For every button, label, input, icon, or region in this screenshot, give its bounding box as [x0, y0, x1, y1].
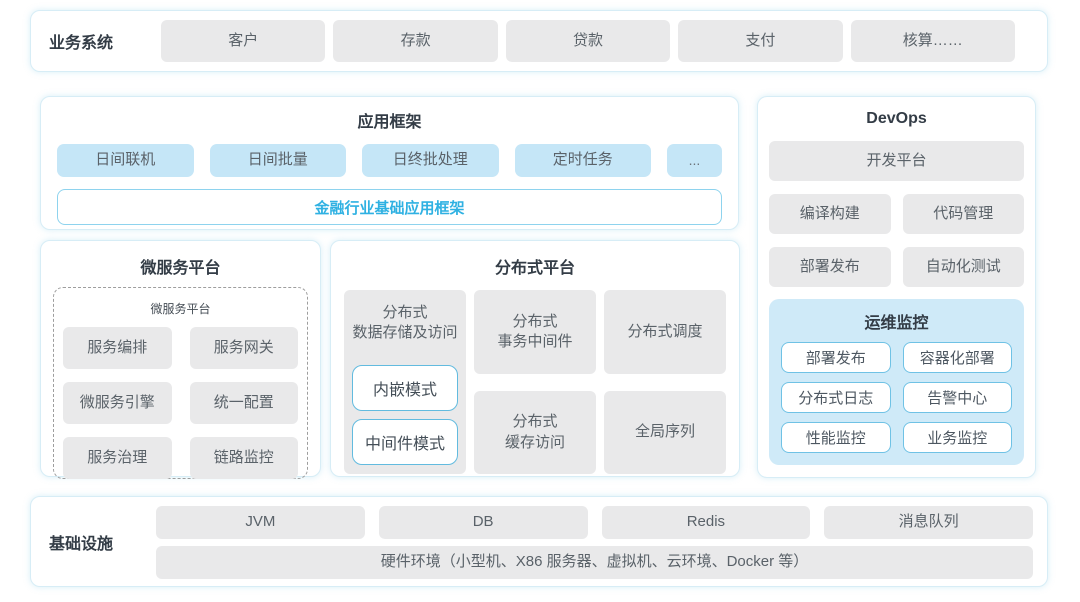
distributed-cache-access: 分布式 缓存访问 [474, 391, 596, 474]
biz-box-deposit: 存款 [333, 20, 498, 62]
monitor-performance-monitoring: 性能监控 [781, 422, 891, 453]
section-business-systems: 业务系统 客户 存款 贷款 支付 核算…… [30, 10, 1048, 72]
distributed-platform-title: 分布式平台 [494, 260, 575, 277]
tool-code-management: 代码管理 [902, 194, 1024, 234]
module-daytime-batch: 日间批量 [209, 144, 346, 177]
tool-compile-build: 编译构建 [769, 194, 891, 234]
business-systems-boxes: 客户 存款 贷款 支付 核算…… [161, 20, 1015, 62]
infra-db: DB [378, 505, 588, 539]
monitor-business-monitoring: 业务监控 [902, 422, 1012, 453]
biz-box-customer: 客户 [161, 20, 326, 62]
infrastructure-label: 基础设施 [49, 536, 114, 553]
biz-box-loan: 贷款 [505, 20, 671, 62]
module-daytime-online: 日间联机 [57, 144, 194, 177]
devops-title: DevOps [866, 110, 927, 127]
biz-box-accounting: 核算…… [850, 20, 1015, 62]
infra-message-queue: 消息队列 [824, 505, 1034, 539]
infra-jvm: JVM [156, 505, 365, 539]
monitor-distributed-logging: 分布式日志 [781, 382, 891, 413]
ops-monitoring-panel: 运维监控 部署发布 容器化部署 分布式日志 告警中心 性能监控 业务监控 [769, 299, 1024, 465]
section-devops: DevOps 开发平台 编译构建 代码管理 部署发布 自动化测试 运维监控 部署… [757, 96, 1036, 478]
microservice-inner-group: 微服务平台 服务编排 服务网关 微服务引擎 统一配置 服务治理 链路监控 [53, 287, 308, 479]
embedded-mode: 内嵌模式 [352, 364, 458, 411]
devops-content: 开发平台 编译构建 代码管理 部署发布 自动化测试 运维监控 部署发布 容器化部… [769, 141, 1024, 465]
monitor-containerized-deployment: 容器化部署 [902, 342, 1012, 373]
app-framework-title: 应用框架 [357, 114, 422, 131]
module-eod-batch: 日终批处理 [362, 144, 499, 177]
ms-service-governance: 服务治理 [63, 437, 172, 479]
business-systems-label: 业务系统 [49, 35, 114, 52]
ms-service-orchestration: 服务编排 [63, 327, 172, 369]
global-sequence: 全局序列 [604, 391, 726, 474]
ops-monitoring-items: 部署发布 容器化部署 分布式日志 告警中心 性能监控 业务监控 [781, 342, 1012, 453]
tool-deploy-release: 部署发布 [769, 247, 891, 287]
ms-service-gateway: 服务网关 [189, 327, 298, 369]
distributed-data-storage: 分布式 数据存储及访问 内嵌模式 中间件模式 [344, 290, 466, 474]
hardware-environment: 硬件环境（小型机、X86 服务器、虚拟机、云环境、Docker 等） [156, 545, 1033, 579]
devops-tools: 编译构建 代码管理 部署发布 自动化测试 [769, 194, 1024, 287]
infrastructure-boxes: JVM DB Redis 消息队列 [156, 505, 1034, 539]
ms-unified-config: 统一配置 [189, 382, 298, 424]
tool-automated-testing: 自动化测试 [902, 247, 1024, 287]
distributed-transaction-middleware: 分布式 事务中间件 [474, 290, 596, 374]
dev-platform-box: 开发平台 [769, 141, 1024, 181]
monitor-deploy-release: 部署发布 [781, 342, 891, 373]
section-app-framework: 应用框架 日间联机 日间批量 日终批处理 定时任务 ... 金融行业基础应用框架 [40, 96, 739, 230]
microservice-platform-title: 微服务平台 [140, 260, 221, 277]
distributed-data-storage-label: 分布式 数据存储及访问 [352, 304, 458, 342]
microservice-inner-title: 微服务平台 [150, 302, 211, 316]
biz-box-payment: 支付 [678, 20, 843, 62]
module-scheduled-task: 定时任务 [514, 144, 651, 177]
section-distributed-platform: 分布式平台 分布式 数据存储及访问 内嵌模式 中间件模式 分布式 事务中间件 分… [330, 240, 740, 477]
financial-base-framework: 金融行业基础应用框架 [57, 189, 722, 225]
ms-trace-monitoring: 链路监控 [189, 437, 298, 479]
microservice-items: 服务编排 服务网关 微服务引擎 统一配置 服务治理 链路监控 [63, 327, 298, 479]
module-more: ... [667, 144, 722, 177]
infra-redis: Redis [601, 505, 811, 539]
distributed-grid: 分布式 数据存储及访问 内嵌模式 中间件模式 分布式 事务中间件 分布式调度 分… [344, 290, 726, 474]
ms-microservice-engine: 微服务引擎 [63, 382, 172, 424]
distributed-scheduling: 分布式调度 [604, 290, 726, 374]
section-infrastructure: 基础设施 JVM DB Redis 消息队列 硬件环境（小型机、X86 服务器、… [30, 496, 1048, 587]
infrastructure-content: JVM DB Redis 消息队列 硬件环境（小型机、X86 服务器、虚拟机、云… [156, 505, 1034, 579]
monitor-alert-center: 告警中心 [902, 382, 1012, 413]
ops-monitoring-title: 运维监控 [864, 315, 929, 332]
app-framework-modules: 日间联机 日间批量 日终批处理 定时任务 ... [57, 144, 722, 177]
section-microservice-platform: 微服务平台 微服务平台 服务编排 服务网关 微服务引擎 统一配置 服务治理 链路… [40, 240, 321, 479]
middleware-mode: 中间件模式 [352, 418, 458, 465]
